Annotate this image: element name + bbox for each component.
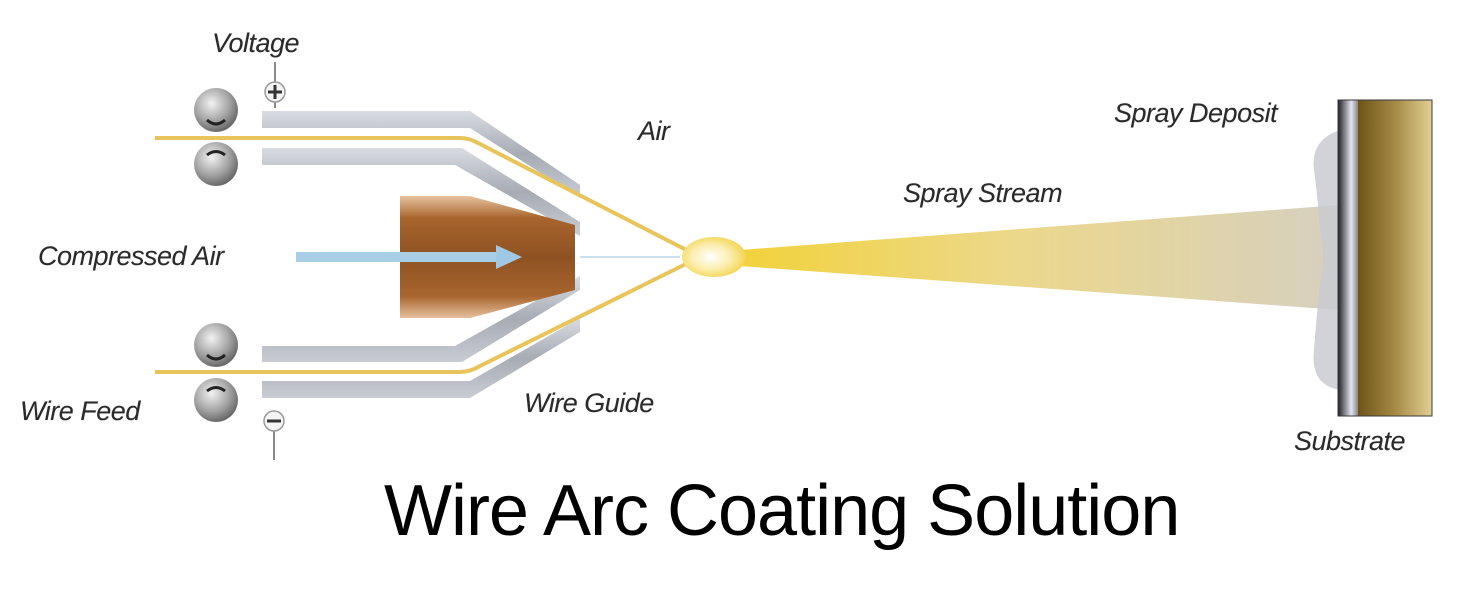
- lower-wire-guide: [262, 276, 580, 398]
- spray-stream: [682, 205, 1340, 310]
- voltage-label: Voltage: [212, 28, 300, 58]
- lower-feed-rollers: [194, 323, 238, 422]
- wire-feed-label: Wire Feed: [20, 396, 140, 426]
- wire-upper: [155, 136, 701, 259]
- compressed-air-arrow: [296, 245, 680, 269]
- upper-wire-guide: [262, 111, 580, 236]
- arc-point: [682, 237, 746, 277]
- substrate-label: Substrate: [1294, 426, 1406, 456]
- spray-deposit: [1313, 100, 1360, 416]
- negative-terminal: [263, 410, 285, 460]
- air-label: Air: [638, 116, 670, 146]
- diagram-title: Wire Arc Coating Solution: [384, 471, 1180, 551]
- spray-deposit-label: Spray Deposit: [1114, 98, 1278, 128]
- wire-guide-label: Wire Guide: [524, 388, 654, 418]
- compressed-air-label: Compressed Air: [38, 241, 224, 271]
- spray-stream-label: Spray Stream: [903, 178, 1063, 208]
- substrate-block: [1337, 99, 1433, 417]
- positive-terminal: [264, 62, 286, 108]
- wire-lower: [155, 255, 701, 374]
- upper-feed-rollers: [194, 88, 238, 186]
